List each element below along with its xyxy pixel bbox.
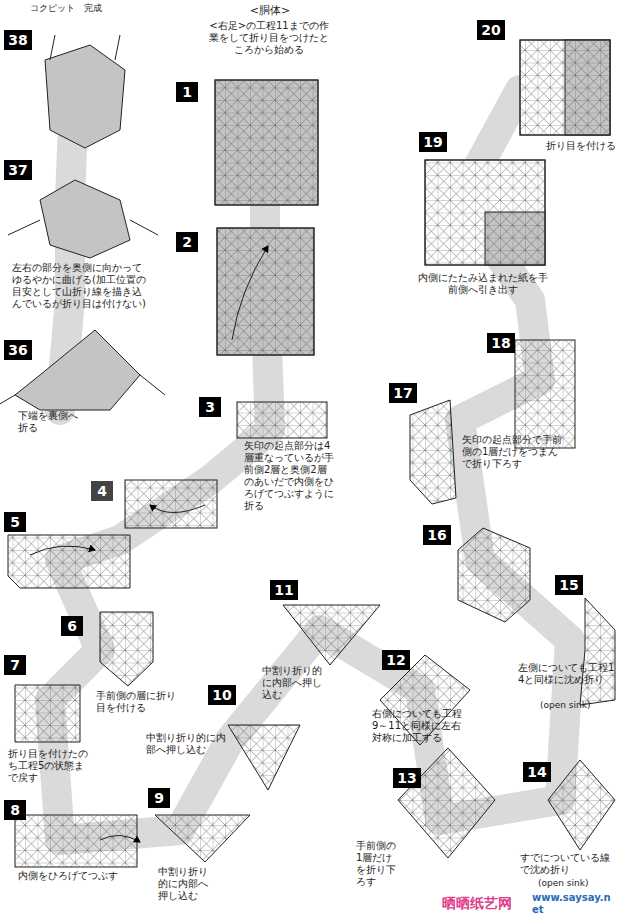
instruction-note: 内側にたたみ込まれた紙を手前側へ引き出す	[418, 272, 548, 296]
step-number: 10	[208, 685, 236, 705]
step-number-text: 18	[491, 335, 510, 351]
instruction-note: (open sink)	[538, 878, 608, 889]
instruction-note: すでについている線で沈め折り	[520, 852, 616, 876]
step-number-text: 37	[8, 162, 27, 178]
step-number-text: 36	[8, 342, 27, 358]
instruction-note: 中割り折り的に内部へ押し込む	[146, 732, 226, 756]
step-number-text: 7	[10, 657, 20, 673]
step-number-text: 13	[397, 770, 416, 786]
section-heading: <胴体>	[235, 4, 305, 17]
instruction-note: 中割り折り的に内部へ押し込む	[262, 665, 324, 701]
step-number-text: 4	[97, 483, 107, 499]
step-number-text: 20	[481, 22, 500, 38]
instruction-note: 矢印の起点部分で手前側の1層だけをつまんで折り下ろす	[462, 434, 562, 470]
step-number-text: 2	[182, 234, 192, 250]
step-number-text: 6	[67, 618, 77, 634]
instruction-note: 右側についても工程9～11と同様に左右対称に加工する	[372, 708, 468, 744]
step-number: 38	[4, 30, 32, 50]
instruction-note: 矢印の起点部分は4層重なっているが手前側2層と奥側2層のあいだで内側をひろげてつ…	[244, 440, 334, 512]
step-number: 15	[555, 575, 583, 595]
step-number: 3	[199, 397, 221, 417]
instruction-note: 手前側の1層だけを折り下ろす	[356, 840, 396, 888]
instruction-note: 折り目を付ける	[546, 140, 616, 152]
instruction-note: 中割り折り的に内部へ押し込む	[158, 866, 210, 902]
step-number-text: 5	[10, 514, 20, 530]
instruction-note: 手前側の層に折り目を付ける	[96, 690, 178, 714]
instruction-note: 内側をひろげてつぶす	[18, 870, 138, 882]
step-number: 18	[487, 333, 515, 353]
step-number: 19	[419, 132, 447, 152]
step-number: 20	[477, 20, 505, 40]
step-number: 11	[270, 580, 298, 600]
instruction-note: コクピット 完成	[30, 3, 120, 14]
step-number-text: 38	[8, 32, 27, 48]
instruction-note: 左右の部分を奥側に向かってゆるやかに曲げる(加工位置の目安として山折り線を描き込…	[12, 262, 147, 310]
step-number: 4	[91, 481, 113, 501]
step-number: 5	[4, 512, 26, 532]
step-number-text: 1	[182, 84, 192, 100]
step-number-text: 14	[527, 764, 546, 780]
step-number: 6	[61, 616, 83, 636]
step-number-text: 3	[205, 399, 215, 415]
step-number-text: 17	[393, 385, 412, 401]
step-number: 12	[382, 650, 410, 670]
instruction-note: 下端を裏側へ折る	[18, 410, 78, 434]
watermark: www.saysay.net	[532, 892, 616, 916]
step-number: 17	[389, 383, 417, 403]
step-number: 9	[148, 788, 170, 808]
step-number-text: 8	[10, 802, 20, 818]
step-number-text: 9	[154, 790, 164, 806]
step-number: 1	[176, 82, 198, 102]
step-number: 7	[4, 655, 26, 675]
step-number: 14	[523, 762, 551, 782]
step-number-text: 12	[386, 652, 405, 668]
step-number: 8	[4, 800, 26, 820]
step-number: 37	[4, 160, 32, 180]
step-number: 36	[4, 340, 32, 360]
instruction-note: 折り目を付けたのち工程5の状態まで戻す	[8, 748, 90, 784]
step-number-text: 10	[212, 687, 231, 703]
watermark: 晒晒纸艺网	[442, 895, 532, 912]
step-number-text: 19	[423, 134, 442, 150]
step-number-text: 16	[427, 527, 446, 543]
step-number: 16	[423, 525, 451, 545]
step-number: 13	[393, 768, 421, 788]
instruction-note: <右足>の工程11までの作業をして折り目をつけたところから始める	[208, 20, 330, 56]
step-number-text: 15	[559, 577, 578, 593]
instruction-note: (open sink)	[540, 700, 610, 711]
step-number: 2	[176, 232, 198, 252]
instruction-note: 左側についても工程14と同様に沈め折り	[518, 662, 616, 686]
step-number-text: 11	[274, 582, 293, 598]
